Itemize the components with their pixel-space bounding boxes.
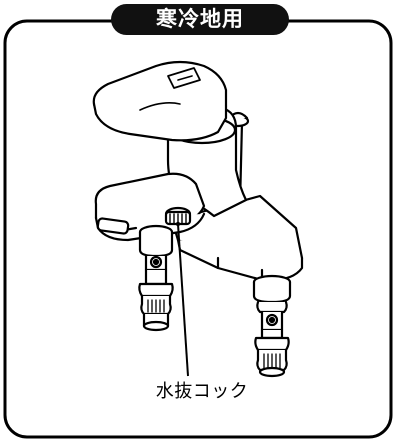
- lever-handle: [92, 60, 228, 142]
- callout-leader-end: [175, 221, 181, 227]
- drain-cock-label: 水抜コック: [155, 381, 249, 402]
- title-pill: [111, 4, 289, 35]
- right-supply-pipe: [252, 274, 292, 378]
- title-label: 寒冷地用: [156, 7, 244, 31]
- left-supply-pipe: [138, 224, 174, 332]
- callout-leader: [177, 223, 189, 377]
- faucet-illustration: [92, 60, 304, 378]
- drain-cock: [164, 206, 192, 226]
